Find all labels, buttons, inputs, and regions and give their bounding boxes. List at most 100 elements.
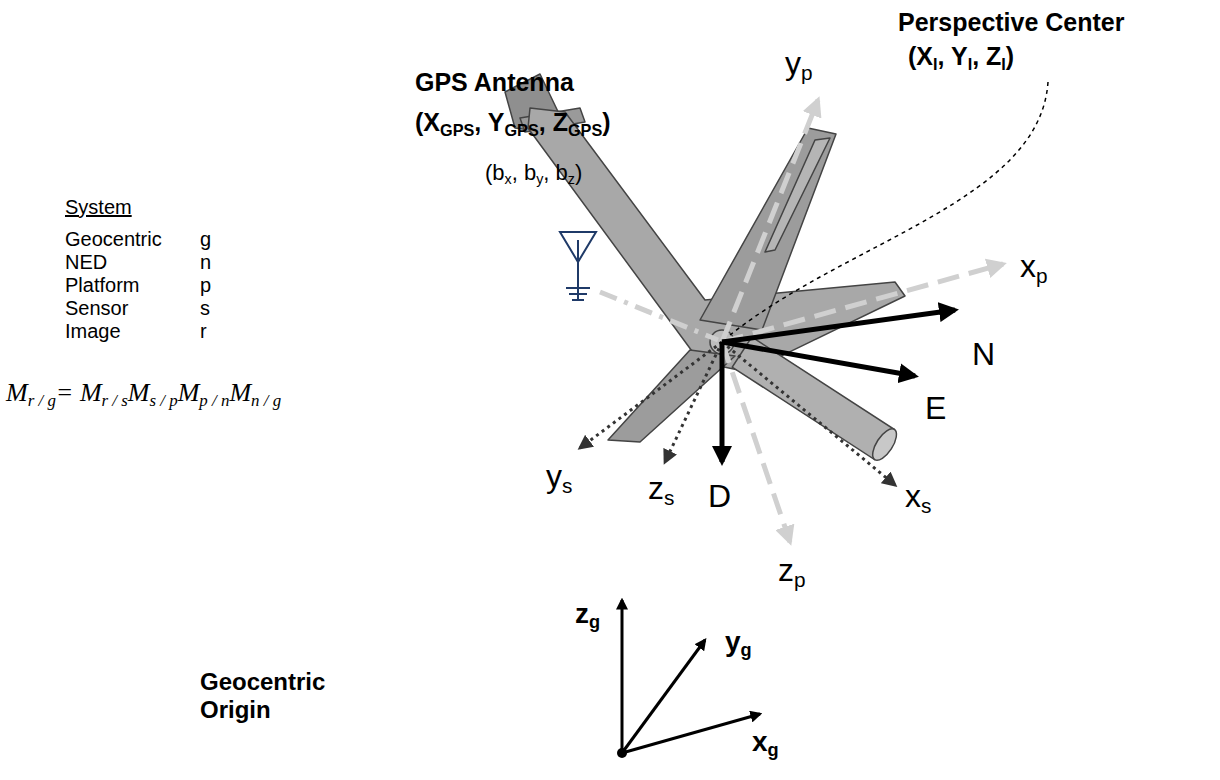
table-cell: s	[200, 297, 210, 319]
subscript-text: s	[562, 474, 572, 497]
table-cell-group: s	[200, 297, 210, 320]
subscript-text: GPS	[504, 121, 538, 139]
rotation-equation: M	[229, 378, 251, 407]
offset-label: (b	[485, 160, 505, 185]
rotation-equation: = M	[56, 378, 102, 407]
coordinate-label: , Y	[474, 108, 504, 136]
axis-label: z	[575, 598, 589, 629]
rotation-equation: M	[6, 378, 28, 407]
axis-label-group: xg	[752, 726, 779, 761]
coordinate-label: , Y	[938, 42, 968, 70]
lever-arm-line	[600, 292, 718, 340]
table-cell-group: Sensor	[65, 297, 128, 320]
offset-label: , b	[512, 160, 536, 185]
axis-label: N	[972, 336, 995, 372]
coordinate-label: (X	[415, 108, 440, 136]
subscript-text: n / g	[251, 391, 281, 410]
table-cell-group: n	[200, 251, 211, 274]
heading-label-group: GPS Antenna	[415, 68, 574, 97]
axis-label-group: N	[972, 336, 995, 373]
subscript-text: g	[741, 640, 752, 660]
axis-label-group: D	[708, 478, 731, 515]
coordinate-label: , Z	[972, 42, 1001, 70]
subscript-text: I	[933, 55, 938, 73]
table-cell: Sensor	[65, 297, 128, 319]
axis-label-group: zs	[648, 470, 674, 510]
coordinate-label: (X	[908, 42, 933, 70]
table-cell: NED	[65, 251, 107, 273]
subscript-text: r / g	[28, 391, 56, 410]
subscript-text: GPS	[440, 121, 474, 139]
gps-antenna-symbol	[560, 232, 596, 300]
subscript-text: s	[664, 486, 674, 509]
rotation-equation-group: Mr / g= Mr / sMs / pMp / nMn / g	[6, 378, 281, 411]
axis-label-group: zg	[575, 598, 600, 633]
subscript-text: I	[1001, 55, 1006, 73]
offset-label-group: (bx, by, bz)	[485, 160, 582, 187]
subscript-text: g	[589, 612, 600, 632]
heading-label-group: Perspective Center	[898, 8, 1125, 37]
subscript-text: p	[1036, 264, 1048, 287]
axis-label-group: ys	[546, 458, 572, 498]
table-cell: Geocentric	[65, 228, 162, 250]
subscript-text: z	[568, 171, 575, 187]
platform-axes	[722, 100, 1003, 542]
subscript-text: p	[801, 61, 813, 84]
table-cell: p	[200, 274, 211, 296]
subscript-text: y	[536, 171, 543, 187]
table-cell-group: p	[200, 274, 211, 297]
table-cell-group: g	[200, 228, 211, 251]
subscript-text: I	[968, 55, 973, 73]
subscript-text: GPS	[568, 121, 602, 139]
axis-label: x	[752, 726, 768, 757]
origin-label-group: Geocentric Origin	[200, 668, 350, 724]
axis-label-group: xs	[905, 478, 931, 518]
rotation-equation: M	[178, 378, 200, 407]
axis-label-group: yg	[725, 626, 752, 661]
subscript-text: x	[505, 171, 512, 187]
table-cell: Image	[65, 320, 121, 342]
offset-label: , b	[543, 160, 567, 185]
axis-label: x	[905, 478, 921, 514]
axis-label-group: yp	[785, 45, 813, 85]
table-cell-group: Geocentric	[65, 228, 162, 251]
subscript-text: p / n	[199, 391, 229, 410]
axis-label-group: E	[925, 390, 946, 427]
table-cell-group: Image	[65, 320, 121, 343]
origin-label: Geocentric Origin	[200, 668, 325, 723]
coordinate-label-group: (XGPS, YGPS, ZGPS)	[415, 108, 611, 140]
coordinate-label: )	[1006, 42, 1014, 70]
coordinate-label: , Z	[539, 108, 568, 136]
table-cell: n	[200, 251, 211, 273]
table-heading: System	[65, 196, 172, 218]
axis-label: D	[708, 478, 731, 514]
subscript-text: r / s	[102, 391, 128, 410]
subscript-text: s / p	[150, 391, 178, 410]
table-cell-group: r	[200, 320, 207, 343]
axis-label: z	[648, 470, 664, 506]
ned-axes	[722, 310, 955, 462]
table-cell: Platform	[65, 274, 139, 296]
axis-label: z	[778, 552, 794, 588]
rotation-equation: M	[128, 378, 150, 407]
axis-label: y	[546, 458, 562, 494]
subscript-text: s	[921, 494, 931, 517]
axis-label: y	[785, 45, 801, 81]
coordinate-label: )	[602, 108, 610, 136]
aircraft	[505, 74, 905, 464]
table-cell-group: NED	[65, 251, 107, 274]
axis-label: x	[1020, 248, 1036, 284]
heading-label: GPS Antenna	[415, 68, 574, 96]
table-cell: g	[200, 228, 211, 250]
table-cell: r	[200, 320, 207, 342]
subscript-text: g	[768, 740, 779, 760]
geocentric-axes	[622, 600, 760, 753]
offset-label: )	[575, 160, 582, 185]
table-heading-group: System	[65, 196, 172, 219]
coordinate-label-group: (XI, YI, ZI)	[908, 42, 1014, 74]
axis-label-group: zp	[778, 552, 806, 592]
axis-label: E	[925, 390, 946, 426]
table-cell-group: Platform	[65, 274, 139, 297]
